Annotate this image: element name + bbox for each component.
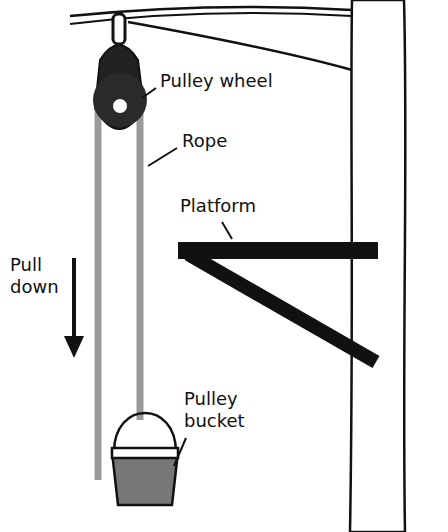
bucket-rim: [112, 448, 178, 458]
tree-trunk: [350, 0, 405, 532]
rope-strand: [137, 108, 144, 420]
leader-line: [142, 88, 156, 98]
action-label: Pull down: [10, 254, 66, 298]
bucket-handle: [114, 413, 176, 452]
pulley-axle: [113, 99, 127, 113]
bucket-body: [112, 452, 178, 505]
leader-line: [222, 222, 232, 239]
rope-strand: [95, 105, 102, 480]
platform-strut: [188, 254, 376, 362]
part-label: Platform: [180, 195, 256, 217]
platform-board: [178, 242, 378, 259]
pulley-hook: [113, 14, 125, 44]
part-label: Pulley wheel: [160, 70, 273, 92]
pull-arrowhead: [64, 336, 84, 358]
support-rope: [128, 22, 352, 70]
part-label: Pulley bucket: [184, 388, 264, 432]
part-label: Rope: [182, 130, 227, 152]
pulley-wheel: [93, 73, 147, 127]
pull-arrow: [72, 258, 76, 340]
leader-line: [148, 148, 177, 166]
leader-line: [174, 438, 186, 466]
